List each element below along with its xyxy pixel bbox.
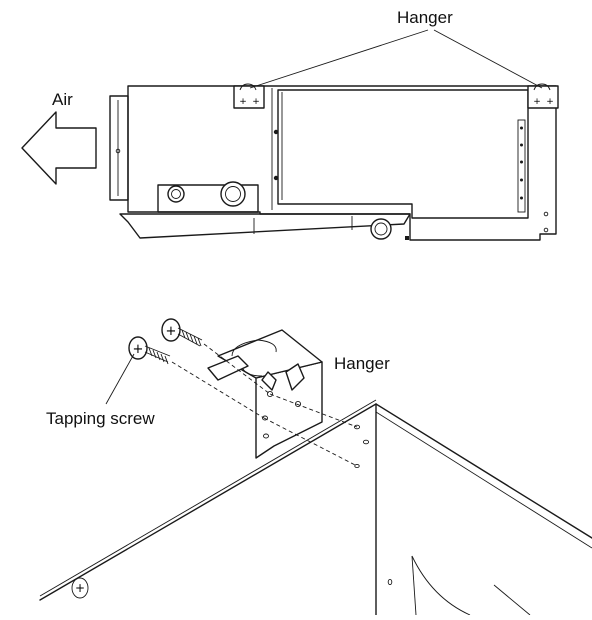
- heat-exchanger-panel: [277, 89, 529, 219]
- svg-text:+: +: [75, 581, 85, 595]
- unit-side-view: + + + +: [21, 29, 559, 241]
- tapping-screw-upper: +: [161, 318, 203, 347]
- hanger-attachment-detail: + + +: [39, 318, 592, 616]
- air-label: Air: [52, 90, 73, 109]
- svg-text:+: +: [546, 97, 554, 107]
- screw-head-on-unit: [71, 577, 89, 599]
- unit-left-flange: [109, 95, 129, 201]
- unit-corner-outline: [39, 403, 592, 601]
- hanger-bracket-right: [527, 85, 559, 109]
- tapping-screw-label: Tapping screw: [46, 409, 155, 428]
- svg-text:+: +: [166, 324, 177, 339]
- pipe-connection-small: [167, 185, 185, 203]
- hanger-bracket-left: [233, 85, 265, 109]
- svg-text:+: +: [133, 342, 144, 357]
- svg-text:+: +: [252, 97, 260, 107]
- pipe-connection-large: [220, 181, 246, 207]
- drain-outlet: [370, 218, 392, 240]
- unit-body-outline: [127, 85, 557, 241]
- svg-text:+: +: [533, 97, 541, 107]
- hanger-label-top: Hanger: [397, 8, 453, 27]
- drain-pan: [119, 213, 411, 239]
- hanger-label-detail: Hanger: [334, 354, 390, 373]
- air-flow-arrow: [21, 111, 97, 185]
- svg-text:+: +: [239, 97, 247, 107]
- tapping-screw-lower: +: [128, 336, 171, 365]
